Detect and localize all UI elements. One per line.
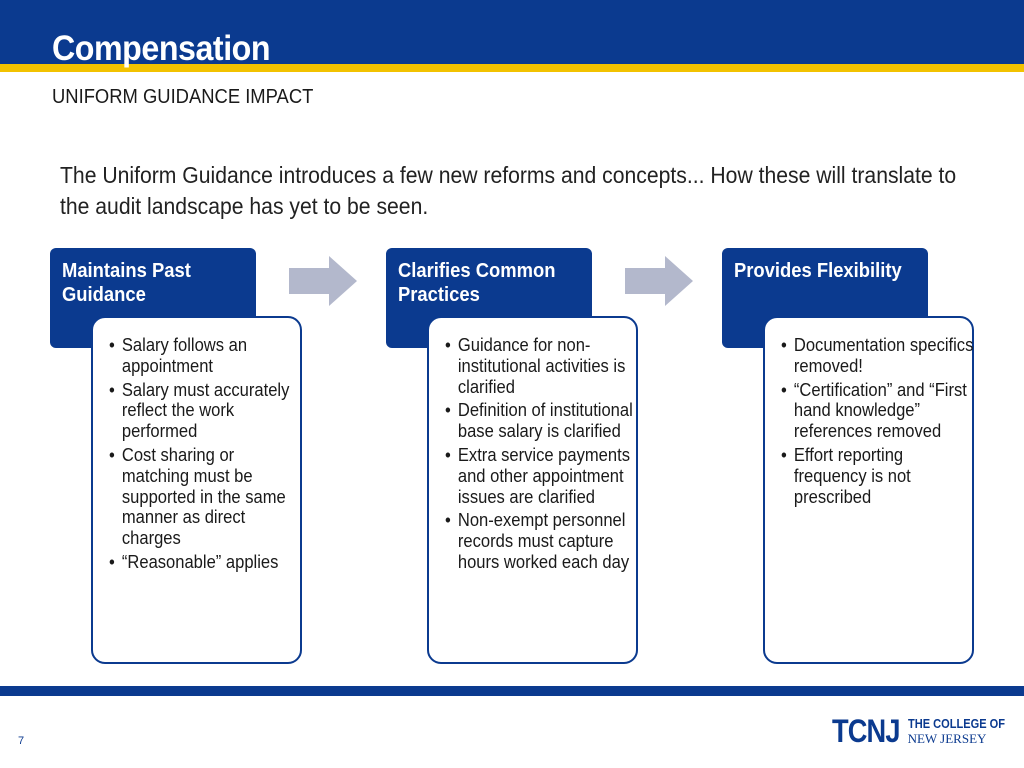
footer-band (0, 686, 1024, 696)
list-item: Effort reporting frequency is not prescr… (781, 445, 974, 507)
logo-abbreviation: TCNJ (832, 713, 900, 749)
list-item: Documentation specifics removed! (781, 335, 974, 377)
list-item: Extra service payments and other appoint… (445, 445, 638, 507)
right-arrow-icon (289, 256, 357, 306)
bullet-list: Guidance for non-institutional activitie… (445, 335, 633, 573)
card-body-clarifies-common-practices: Guidance for non-institutional activitie… (427, 316, 638, 664)
tcnj-logo: TCNJ THE COLLEGE OF NEW JERSEY (826, 703, 1006, 759)
slide-subtitle: UNIFORM GUIDANCE IMPACT (52, 86, 314, 108)
logo-line-2: NEW JERSEY (907, 731, 987, 746)
logo-wordmark: THE COLLEGE OF NEW JERSEY (908, 716, 1022, 746)
slide-title: Compensation (52, 29, 271, 68)
card-body-provides-flexibility: Documentation specifics removed! “Certif… (763, 316, 974, 664)
list-item: Salary must accurately reflect the work … (109, 380, 302, 442)
bullet-list: Documentation specifics removed! “Certif… (781, 335, 973, 507)
page-number: 7 (18, 735, 25, 747)
card-heading-text: Maintains Past Guidance (62, 260, 191, 306)
list-item: Definition of institutional base salary … (445, 400, 638, 442)
intro-text: The Uniform Guidance introduces a few ne… (60, 162, 957, 219)
header-band (0, 0, 1024, 64)
bullet-list: Salary follows an appointment Salary mus… (109, 335, 290, 573)
header-gold-stripe (0, 64, 1024, 72)
card-body-maintains-past-guidance: Salary follows an appointment Salary mus… (91, 316, 302, 664)
list-item: Guidance for non-institutional activitie… (445, 335, 638, 397)
right-arrow-icon (625, 256, 693, 306)
card-heading-text: Clarifies Common Practices (398, 260, 556, 306)
list-item: “Reasonable” applies (109, 552, 302, 573)
list-item: Cost sharing or matching must be support… (109, 445, 302, 549)
list-item: Salary follows an appointment (109, 335, 302, 377)
logo-line-1: THE COLLEGE OF (907, 716, 1005, 731)
list-item: Non-exempt personnel records must captur… (445, 510, 638, 572)
card-heading-text: Provides Flexibility (734, 260, 902, 282)
list-item: “Certification” and “First hand knowledg… (781, 380, 974, 442)
